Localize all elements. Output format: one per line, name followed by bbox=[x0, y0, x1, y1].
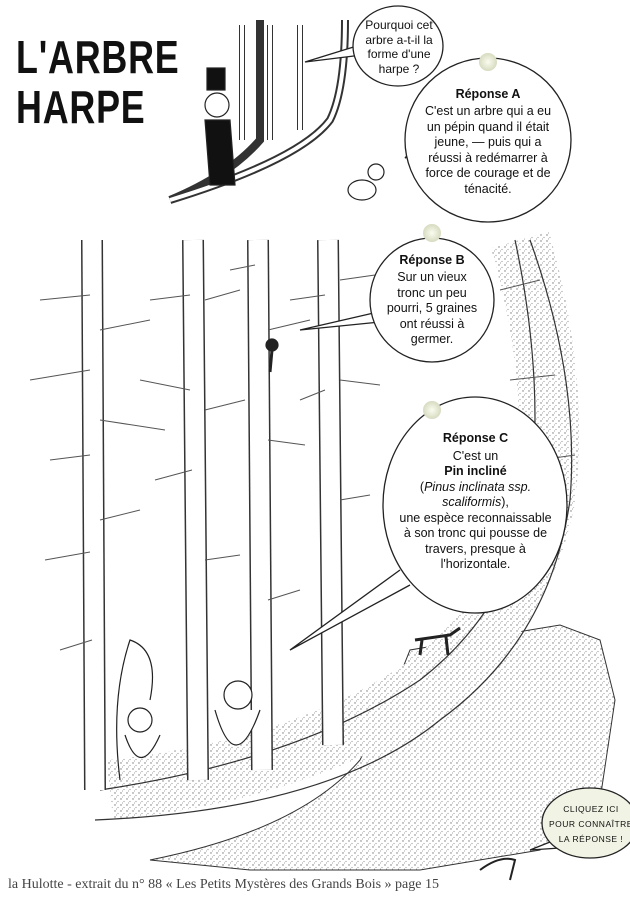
cta-line-2: pour connaître bbox=[549, 818, 630, 829]
answer-b-text: Sur un vieux tronc un peu pourri, 5 grai… bbox=[386, 270, 478, 346]
title-line-2: HARPE bbox=[16, 81, 146, 133]
reveal-answer-button[interactable]: Cliquez ici pour connaître la réponse ! bbox=[545, 795, 630, 853]
answer-c-label: Réponse C bbox=[442, 431, 509, 446]
animals bbox=[265, 163, 517, 881]
answer-c-latin-name: Pinus inclinata ssp. scaliformis bbox=[424, 479, 532, 510]
big-harp-tree bbox=[29, 231, 580, 821]
page-title: L'ARBRE HARPE bbox=[16, 34, 179, 130]
answer-c-intro: C'est un bbox=[452, 448, 499, 463]
rocky-ground bbox=[149, 624, 616, 871]
answer-a-bubble[interactable]: Réponse A C'est un arbre qui a eu un pép… bbox=[420, 74, 556, 210]
answer-a-label: Réponse A bbox=[455, 86, 521, 101]
characters bbox=[116, 67, 261, 781]
answer-a-text: C'est un arbre qui a eu un pépin quand i… bbox=[424, 104, 552, 196]
footer-caption: la Hulotte - extrait du n° 88 « Les Peti… bbox=[8, 877, 439, 892]
answer-c-bubble[interactable]: Réponse C C'est un Pin incliné (Pinus in… bbox=[398, 422, 553, 582]
question-text: Pourquoi cet arbre a-t-il la forme d'une… bbox=[365, 18, 433, 76]
pins bbox=[423, 53, 497, 419]
cta-line-3: la réponse ! bbox=[558, 833, 624, 844]
small-harp-tree bbox=[168, 19, 349, 204]
paren-open: ( bbox=[419, 479, 425, 494]
title-line-1: L'ARBRE bbox=[16, 31, 180, 83]
answer-b-bubble[interactable]: Réponse B Sur un vieux tronc un peu pour… bbox=[383, 252, 481, 348]
cta-line-1: Cliquez ici bbox=[563, 803, 619, 814]
answer-c-text: une espèce reconnaissable à son tronc qu… bbox=[399, 510, 552, 572]
answer-c-species: Pin incliné bbox=[444, 464, 507, 479]
question-bubble: Pourquoi cet arbre a-t-il la forme d'une… bbox=[360, 12, 438, 82]
speech-bubbles bbox=[289, 5, 630, 859]
answer-c-latin: (Pinus inclinata ssp. scaliformis), bbox=[398, 480, 553, 511]
paren-close: ), bbox=[501, 495, 509, 510]
answer-b-label: Réponse B bbox=[399, 252, 465, 267]
